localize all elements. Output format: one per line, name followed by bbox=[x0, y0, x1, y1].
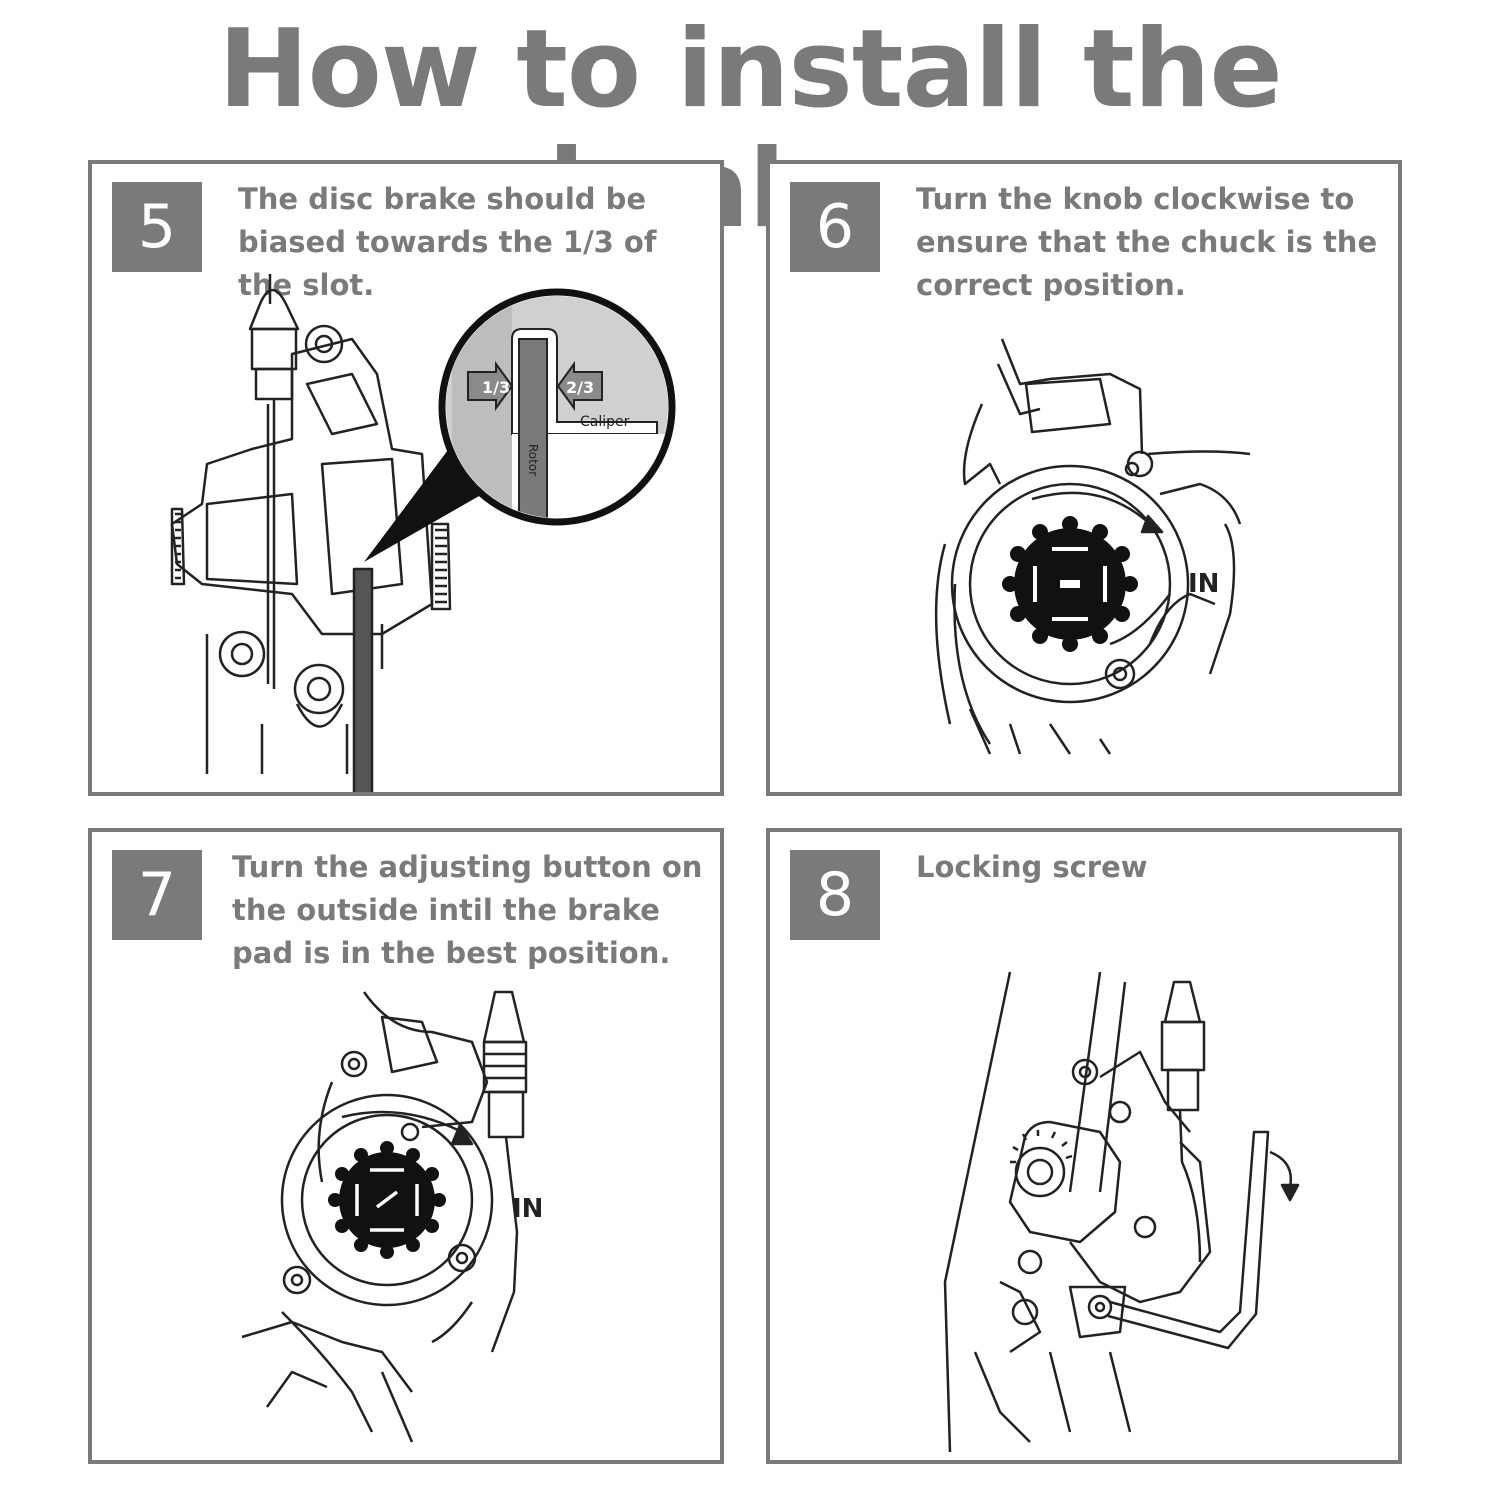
step-6-panel: 6 Turn the knob clockwise to ensure that… bbox=[766, 160, 1402, 796]
caliper-label: Caliper bbox=[580, 414, 630, 430]
step-8-panel: 8 Locking screw bbox=[766, 828, 1402, 1464]
step-number-badge: 5 bbox=[112, 182, 202, 272]
step-instruction: Turn the knob clockwise to ensure that t… bbox=[916, 182, 1378, 302]
step-instruction: Locking screw bbox=[916, 850, 1148, 884]
caliper-rotor-illustration: 1/3 2/3 Caliper Rotor bbox=[170, 274, 676, 792]
step-number-badge: 7 bbox=[112, 850, 202, 940]
two-thirds-label: 2/3 bbox=[566, 378, 594, 397]
knob-chuck-illustration: IN bbox=[934, 338, 1251, 755]
adjusting-button-illustration: IN bbox=[241, 990, 543, 1443]
locking-screw-illustration bbox=[943, 971, 1300, 1453]
step-7-panel: 7 Turn the adjusting button on the outsi… bbox=[88, 828, 724, 1464]
one-third-label: 1/3 bbox=[482, 378, 510, 397]
step-instruction: The disc brake should be biased towards … bbox=[238, 182, 657, 302]
step-number-badge: 8 bbox=[790, 850, 880, 940]
in-label: IN bbox=[1188, 569, 1219, 599]
in-label: IN bbox=[512, 1194, 543, 1224]
step-number-badge: 6 bbox=[790, 182, 880, 272]
rotor-label: Rotor bbox=[526, 444, 540, 476]
step-5-panel: 5 The disc brake should be biased toward… bbox=[88, 160, 724, 796]
step-instruction: Turn the adjusting button on the outside… bbox=[232, 850, 703, 970]
